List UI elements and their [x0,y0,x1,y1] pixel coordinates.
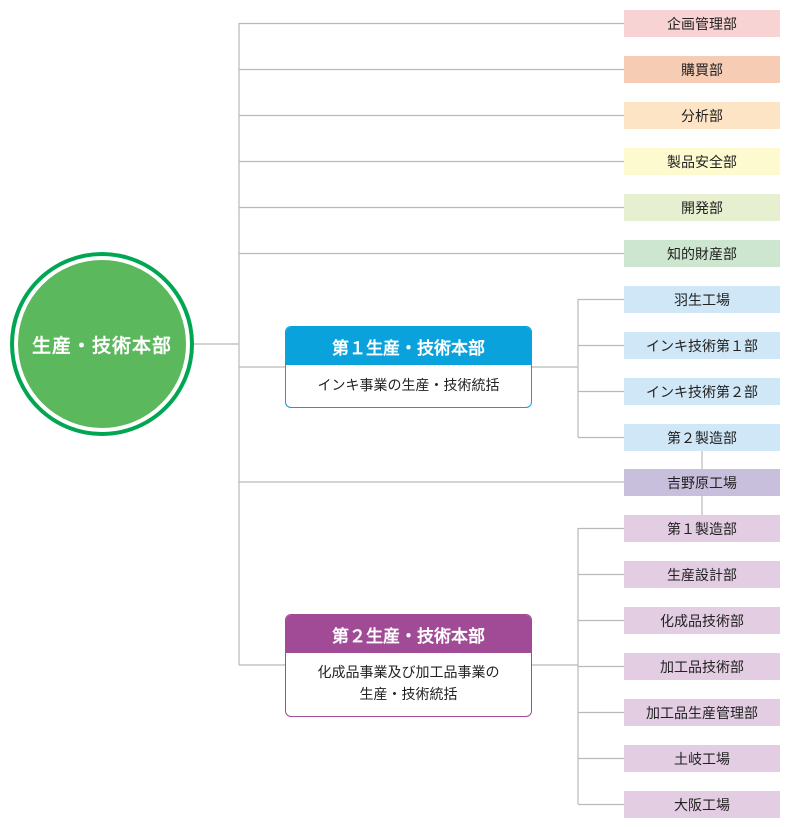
department-box: 知的財産部 [624,240,780,267]
division-2-description: 化成品事業及び加工品事業の 生産・技術統括 [286,653,531,715]
division-1-title: 第１生産・技術本部 [286,327,531,365]
division-2-unit: 土岐工場 [624,745,780,772]
division-2-description-line-1: 化成品事業及び加工品事業の [317,665,500,681]
division-2-description-line-2: 生産・技術統括 [359,687,458,703]
division-2-unit: 加工品生産管理部 [624,699,780,726]
department-box: 分析部 [624,102,780,129]
division-2-unit: 化成品技術部 [624,607,780,634]
department-box: 購買部 [624,56,780,83]
division-1-unit: 第２製造部 [624,424,780,451]
division-1-unit: 羽生工場 [624,286,780,313]
department-box: 製品安全部 [624,148,780,175]
division-2-unit: 大阪工場 [624,791,780,818]
division-2-title: 第２生産・技術本部 [286,615,531,653]
division-1-box: 第１生産・技術本部 インキ事業の生産・技術統括 [285,326,532,408]
department-box: 開発部 [624,194,780,221]
division-1-unit: インキ技術第２部 [624,378,780,405]
division-2-unit: 加工品技術部 [624,653,780,680]
division-1-description: インキ事業の生産・技術統括 [317,378,500,394]
plant-box: 吉野原工場 [624,469,780,496]
division-2-unit: 第１製造部 [624,515,780,542]
division-2-unit: 生産設計部 [624,561,780,588]
division-1-unit: インキ技術第１部 [624,332,780,359]
division-2-box: 第２生産・技術本部 化成品事業及び加工品事業の 生産・技術統括 [285,614,532,717]
root-node: 生産・技術本部 [14,256,190,432]
department-box: 企画管理部 [624,10,780,37]
